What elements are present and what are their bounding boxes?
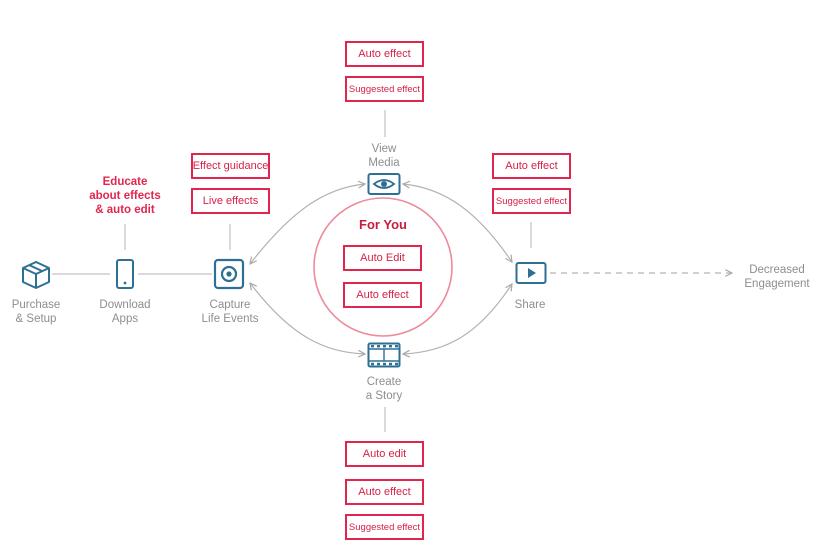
label-view: View Media bbox=[368, 143, 400, 169]
story-tag-suggested-effect: Suggested effect bbox=[345, 514, 424, 540]
for-you-title: For You bbox=[359, 217, 407, 232]
view-tag-auto-effect: Auto effect bbox=[345, 41, 424, 67]
educate-text: Educate about effects & auto edit bbox=[89, 176, 161, 216]
label-capture: Capture Life Events bbox=[201, 299, 259, 325]
share-tag-auto-effect: Auto effect bbox=[492, 153, 571, 179]
label-story: Create a Story bbox=[365, 376, 403, 402]
arrow-capture-view bbox=[250, 184, 365, 264]
for-you-circle bbox=[313, 197, 453, 337]
label-share: Share bbox=[514, 299, 546, 311]
for-you-auto-effect: Auto effect bbox=[343, 282, 422, 308]
arrow-capture-story bbox=[250, 283, 365, 354]
play-icon bbox=[515, 262, 547, 284]
label-download: Download Apps bbox=[99, 299, 151, 325]
capture-tag-live-effects: Live effects bbox=[191, 188, 270, 214]
phone-icon bbox=[116, 259, 134, 289]
camera-icon bbox=[213, 258, 245, 290]
box-icon bbox=[22, 261, 50, 289]
share-tag-suggested-effect: Suggested effect bbox=[492, 188, 571, 214]
story-tag-auto-effect: Auto effect bbox=[345, 479, 424, 505]
label-decreased-engagement: Decreased Engagement bbox=[744, 264, 810, 290]
arrow-story-share bbox=[403, 284, 512, 354]
view-tag-suggested-effect: Suggested effect bbox=[345, 76, 424, 102]
capture-tag-effect-guidance: Effect guidance bbox=[191, 153, 270, 179]
arrow-view-share bbox=[403, 184, 512, 262]
film-icon bbox=[367, 342, 401, 368]
eye-icon bbox=[367, 173, 401, 195]
story-tag-auto-edit: Auto edit bbox=[345, 441, 424, 467]
for-you-auto-edit: Auto Edit bbox=[343, 245, 422, 271]
label-purchase: Purchase & Setup bbox=[11, 299, 61, 325]
